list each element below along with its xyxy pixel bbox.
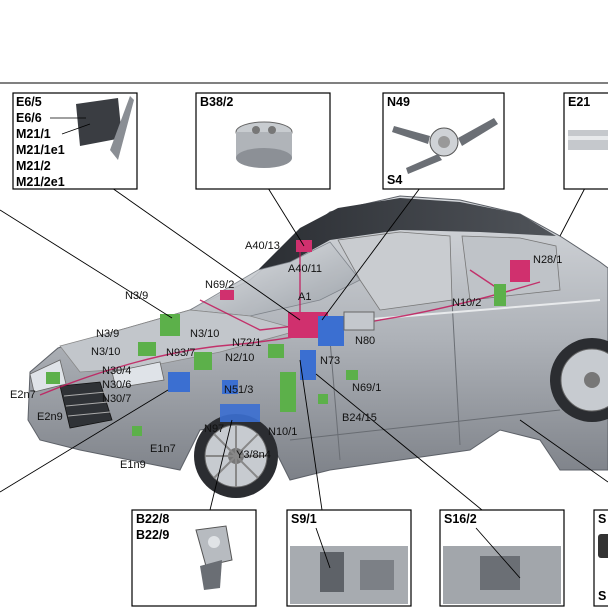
label-B24-15: B24/15 — [342, 412, 377, 424]
module-b24-15 — [318, 394, 328, 404]
inset-mirror-line-3: M21/1 — [16, 127, 51, 141]
car-illustration — [27, 195, 608, 498]
inset-s9-1: S9/1 — [286, 509, 412, 607]
label-N3-9-top: N3/9 — [125, 290, 148, 302]
module-n28-1 — [510, 260, 530, 282]
label-N3-10-mid: N3/10 — [91, 346, 120, 358]
inset-b38-2-title: B38/2 — [200, 95, 233, 109]
label-N10-2: N10/2 — [452, 297, 481, 309]
inset-mirror-line-4: M21/1e1 — [16, 143, 65, 157]
module-n10-2 — [494, 284, 506, 306]
steering-column-switch-icon — [392, 118, 498, 174]
inset-s9-1-title: S9/1 — [291, 512, 317, 526]
car-door-line — [329, 339, 341, 461]
module-e2n — [46, 372, 60, 384]
inset-s-right: S S — [593, 509, 608, 607]
rain-light-sensor-icon — [235, 121, 293, 168]
label-N30-7: N30/7 — [102, 393, 131, 405]
callout-labels: A40/13 A40/11 N69/2 N3/9 A1 N28/1 N10/2 … — [10, 240, 562, 471]
label-N3-9-mid: N3/9 — [96, 328, 119, 340]
module-n80 — [318, 316, 344, 346]
inset-b22-line-1: B22/8 — [136, 512, 169, 526]
module-n73 — [300, 350, 316, 380]
inset-mirror-line-2: E6/6 — [16, 111, 42, 125]
grille-bar — [65, 401, 109, 407]
inset-n49: N49 S4 — [382, 92, 505, 190]
label-N72-1: N72/1 — [232, 337, 261, 349]
rear-wheel — [550, 338, 608, 422]
mirror-bracket — [110, 96, 134, 160]
grille-bar — [67, 411, 111, 417]
car-headlight-right — [111, 361, 165, 389]
car-sill-line — [289, 409, 561, 441]
module-e1n — [132, 426, 142, 436]
inset-mirror-line-5: M21/2 — [16, 159, 51, 173]
label-N73: N73 — [320, 355, 340, 367]
car-grille — [59, 381, 113, 429]
inset-s-right-bottom: S — [598, 589, 606, 603]
label-E1n9: E1n9 — [120, 459, 146, 471]
inset-b22: B22/8 B22/9 — [131, 509, 257, 607]
label-E2n9: E2n9 — [37, 411, 63, 423]
front-wheel — [194, 414, 278, 498]
label-N51-3: N51/3 — [224, 384, 253, 396]
label-E1n7: E1n7 — [150, 443, 176, 455]
label-N3-10-top: N3/10 — [190, 328, 219, 340]
label-Y3-8n4: Y3/8n4 — [236, 449, 271, 461]
label-N30-4: N30/4 — [102, 365, 131, 377]
inset-e21: E21 — [563, 92, 608, 190]
leader-lines — [0, 187, 608, 511]
grille-bar — [63, 391, 107, 397]
label-N69-1: N69/1 — [352, 382, 381, 394]
label-N69-2: N69/2 — [205, 279, 234, 291]
label-N10-1: N10/1 — [268, 426, 297, 438]
label-N93-7: N93/7 — [166, 347, 195, 359]
module-n72-1 — [268, 344, 284, 358]
module-n3-10 — [138, 342, 156, 356]
module-n10-1 — [280, 372, 296, 412]
inset-b38-2: B38/2 — [195, 92, 331, 190]
label-A40-11: A40/11 — [288, 263, 322, 275]
module-n93-7 — [194, 352, 212, 370]
inset-mirror-line-1: E6/5 — [16, 95, 42, 109]
module-n69-2 — [220, 290, 234, 300]
inset-mirror-line-6: M21/2e1 — [16, 175, 65, 189]
mirror-icon — [76, 98, 122, 146]
inset-n49-title: N49 — [387, 95, 410, 109]
label-N2-10: N2/10 — [225, 352, 254, 364]
module-n30 — [168, 372, 190, 392]
label-N80: N80 — [355, 335, 375, 347]
inset-b22-line-2: B22/9 — [136, 528, 169, 542]
module-y3 — [220, 404, 260, 422]
inset-e21-title: E21 — [568, 95, 590, 109]
parking-sensor-icon — [195, 525, 233, 590]
switch-icon — [598, 534, 608, 558]
module-n3-9 — [160, 314, 180, 336]
inset-s16-2: S16/2 — [439, 509, 565, 607]
mirror-on-car — [343, 311, 375, 331]
label-A40-13: A40/13 — [245, 240, 280, 252]
inset-mirror: E6/5 E6/6 M21/1 M21/1e1 M21/2 M21/2e1 — [12, 92, 138, 190]
label-N30-6: N30/6 — [102, 379, 131, 391]
label-A1: A1 — [298, 291, 311, 303]
inset-n49-s4: S4 — [387, 173, 402, 187]
car-roof — [258, 198, 556, 270]
module-n51-3 — [222, 380, 238, 394]
label-E2n7: E2n7 — [10, 389, 36, 401]
module-n69-1 — [346, 370, 358, 380]
label-N28-1: N28/1 — [533, 254, 562, 266]
inset-s16-2-title: S16/2 — [444, 512, 477, 526]
label-N97: N97 — [204, 423, 224, 435]
inset-s-right-title: S — [598, 512, 606, 526]
